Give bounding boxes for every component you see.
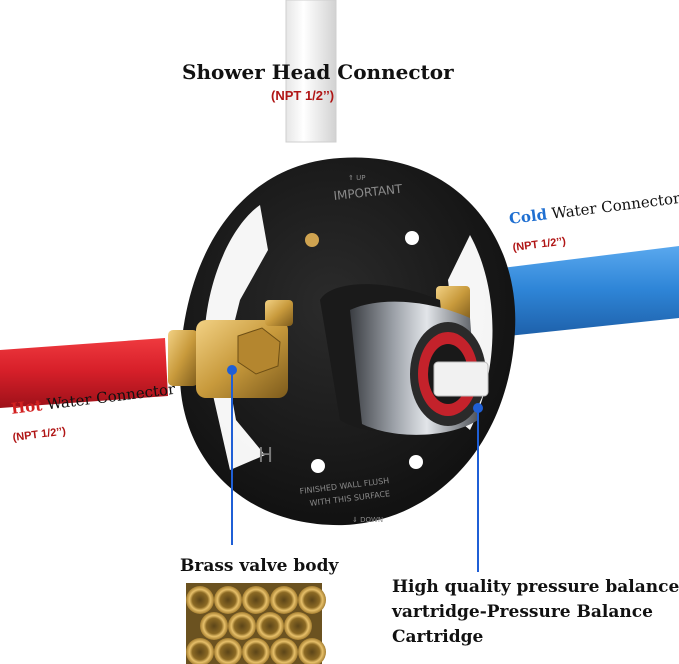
plate-h-mark: H	[258, 443, 273, 467]
cold-water-pipe	[470, 246, 679, 340]
brass-valve-label: Brass valve body	[180, 556, 339, 576]
plate-hole-bottom-right	[409, 455, 423, 469]
plate-down-text: ⇓ DOWN	[352, 516, 383, 524]
cartridge-stem	[433, 361, 489, 397]
cartridge-pointer-dot	[473, 403, 483, 413]
brass-valve-body	[168, 286, 470, 398]
hot-water-pipe	[0, 338, 168, 408]
hot-word: Hot	[10, 396, 44, 418]
cartridge-label-line3: Cartridge	[392, 627, 484, 647]
pressure-balance-cartridge	[320, 284, 489, 435]
cartridge-label-line1: High quality pressure balance	[392, 577, 679, 597]
plate-hole-top-left	[305, 233, 319, 247]
shower-head-label: Shower Head Connector	[182, 60, 454, 84]
shower-head-pipe	[285, 0, 337, 143]
shower-npt-label: (NPT 1/2’’)	[271, 88, 335, 103]
plate-hole-bottom-left	[311, 459, 325, 473]
brass-tubes-thumbnail	[186, 583, 326, 664]
brass-pointer-dot	[227, 365, 237, 375]
cartridge-label: High quality pressure balance vartridge-…	[392, 575, 679, 650]
plate-hole-top-right	[405, 231, 419, 245]
plate-up-text: ⇑ UP	[348, 174, 365, 182]
cartridge-label-line2: vartridge-Pressure Balance	[392, 602, 653, 622]
